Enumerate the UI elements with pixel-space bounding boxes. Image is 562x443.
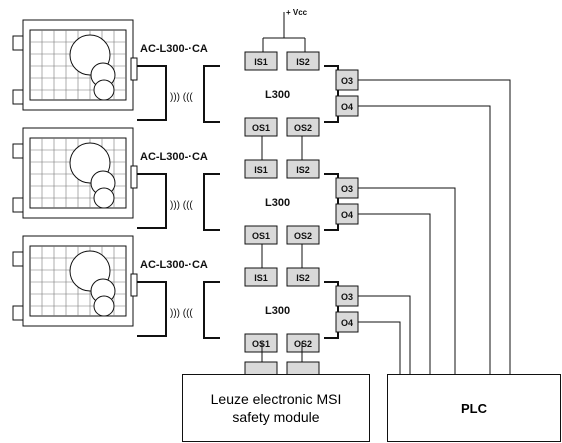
sensor-1-bracket-right [324,65,339,123]
sensor-1-receiver [137,65,167,121]
sensor-1-output-pin-2 [286,117,320,137]
sensor-2-tab-bottom [12,197,24,213]
sensor-3-output-label-2: OS2 [294,339,312,349]
sensor-1-input-label-1: IS1 [254,57,268,67]
sensor-3-unit-label: L300 [265,305,290,317]
sensor-3-aux-label-2: O4 [341,318,353,328]
sensor-2-bracket-left [203,173,220,231]
sensor-2-aux-label-1: O3 [341,184,353,194]
sensor-1-output-label-1: OS1 [252,123,270,133]
sensor-3-aux-wire-2 [358,321,401,374]
sensor-3-bracket-right [324,281,339,339]
plc-label: PLC [461,400,487,416]
safety-module-label: Leuze electronic MSI safety module [210,391,342,425]
sensor-3-bracket-left [203,281,220,339]
sensor-2-circle-small [93,187,115,209]
sensor-2-output-pin-2 [286,225,320,245]
sensor-2-unit-label: L300 [265,197,290,209]
sensor-2-model-label: AC-L300-·CA [140,151,208,163]
sensor-2-input-label-1: IS1 [254,165,268,175]
sensor-3-receiver [137,281,167,337]
sensor-1-bracket-left [203,65,220,123]
sensor-3-tab-top [12,251,24,267]
sensor-1-output-pin-1 [244,117,278,137]
sensor-1-aux-wire-2 [358,105,491,374]
sensor-2-aux-wire-1 [358,187,456,374]
sensor-1-model-label: AC-L300-·CA [140,43,208,55]
sensor-2-input-label-2: IS2 [296,165,310,175]
sensor-2-bracket-right [324,173,339,231]
sensor-3-wireless-icon: ))) ((( [170,308,193,319]
sensor-3-model-label: AC-L300-·CA [140,259,208,271]
sensor-1-input-pin-2 [286,51,320,71]
sensor-2-output-label-2: OS2 [294,231,312,241]
sensor-2-input-pin-2 [286,159,320,179]
sensor-2-aux-wire-2 [358,213,431,374]
sensor-1-tab-top [12,35,24,51]
sensor-2-tab-top [12,143,24,159]
vcc-label: + Vcc [286,8,308,17]
sensor-2-wireless-icon: ))) ((( [170,200,193,211]
sensor-2-output-label-1: OS1 [252,231,270,241]
sensor-3-tab-bottom [12,305,24,321]
sensor-1-aux-label-2: O4 [341,102,353,112]
sensor-3-input-label-1: IS1 [254,273,268,283]
sensor-3-input-pin-2 [286,267,320,287]
sensor-3-output-pin-1 [244,333,278,353]
sensor-2-connector [130,165,138,189]
sensor-1-tab-bottom [12,89,24,105]
sensor-1-circle-small [93,79,115,101]
sensor-2-input-pin-1 [244,159,278,179]
sensor-1-output-label-2: OS2 [294,123,312,133]
sensor-1-wireless-icon: ))) ((( [170,92,193,103]
sensor-3-aux-wire-1 [358,295,411,374]
sensor-2-output-pin-1 [244,225,278,245]
sensor-3-input-pin-1 [244,267,278,287]
sensor-3-output-label-1: OS1 [252,339,270,349]
sensor-1-connector [130,57,138,81]
sensor-3-connector [130,273,138,297]
plc-box: PLC [387,374,561,442]
sensor-2-aux-label-2: O4 [341,210,353,220]
sensor-3-aux-label-1: O3 [341,292,353,302]
sensor-1-input-label-2: IS2 [296,57,310,67]
sensor-1-input-pin-1 [244,51,278,71]
sensor-1-aux-wire-1 [358,79,511,374]
sensor-1-aux-label-1: O3 [341,76,353,86]
sensor-2-receiver [137,173,167,229]
sensor-3-output-pin-2 [286,333,320,353]
sensor-1-unit-label: L300 [265,89,290,101]
safety-module-box: Leuze electronic MSI safety module [182,374,370,442]
sensor-3-circle-small [93,295,115,317]
sensor-3-input-label-2: IS2 [296,273,310,283]
